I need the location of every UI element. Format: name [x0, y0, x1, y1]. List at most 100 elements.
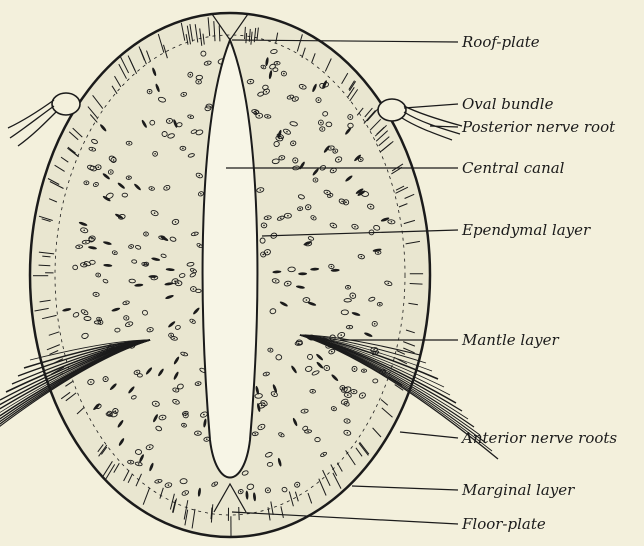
cell-nucleus: [158, 481, 160, 483]
label-central-canal: Central canal: [462, 159, 565, 177]
posterior-nerve-root-left: [8, 100, 56, 146]
cell-nucleus: [198, 81, 200, 83]
cell-nucleus: [286, 131, 288, 133]
cell-nucleus: [105, 378, 107, 380]
cell-nucleus: [263, 225, 265, 227]
cell-nucleus: [98, 318, 100, 320]
cell-nucleus: [346, 403, 348, 405]
cell-nucleus: [341, 201, 343, 203]
cell-nucleus: [183, 424, 185, 426]
cell-nucleus: [130, 461, 132, 463]
leader-anterior-nerve-roots: [400, 432, 458, 438]
cell-nucleus: [98, 166, 100, 168]
cell-nucleus: [344, 389, 346, 391]
cell-nucleus: [206, 438, 208, 440]
label-floor-plate: Floor-plate: [461, 515, 546, 533]
cell-nucleus: [78, 246, 80, 248]
cell-nucleus: [260, 189, 262, 191]
cell-nucleus: [379, 303, 381, 305]
cell-nucleus: [130, 246, 132, 248]
cell-nucleus: [175, 221, 177, 223]
cell-nucleus: [199, 175, 201, 177]
marginal-fiber: [410, 284, 423, 285]
cell-nucleus: [388, 283, 390, 285]
cell-nucleus: [299, 208, 301, 210]
cell-nucleus: [352, 295, 354, 297]
cell-nucleus: [361, 256, 363, 258]
cell-nucleus: [126, 317, 128, 319]
cell-nucleus: [263, 402, 265, 404]
cell-nucleus: [373, 349, 375, 351]
cell-nucleus: [255, 112, 257, 114]
cell-nucleus: [154, 153, 156, 155]
cell-nucleus: [281, 157, 283, 159]
cell-nucleus: [95, 294, 97, 296]
cell-nucleus: [197, 383, 199, 385]
marginal-fiber: [239, 507, 240, 520]
cell-nucleus: [85, 241, 87, 243]
cell-nucleus: [182, 148, 184, 150]
cell-nucleus: [108, 414, 110, 416]
cell-nucleus: [329, 195, 331, 197]
cell-nucleus: [362, 395, 364, 397]
cell-nucleus: [128, 177, 130, 179]
cell-nucleus: [330, 147, 332, 149]
cell-nucleus: [350, 116, 352, 118]
marginal-fiber: [219, 26, 220, 42]
cell-nucleus: [274, 393, 276, 395]
cell-nucleus: [391, 221, 393, 223]
cell-nucleus: [214, 483, 216, 485]
cell-nucleus: [136, 372, 138, 374]
cell-nucleus: [138, 463, 140, 465]
cell-nucleus: [331, 266, 333, 268]
label-marginal-layer: Marginal layer: [461, 481, 575, 499]
cell-nucleus: [312, 391, 314, 393]
cell-nucleus: [185, 413, 187, 415]
cell-nucleus: [354, 226, 356, 228]
cell-nucleus: [302, 86, 304, 88]
leader-marginal-layer: [352, 486, 458, 490]
cell-nucleus: [338, 159, 340, 161]
cell-nucleus: [276, 62, 278, 64]
leader-oval-bundle: [404, 104, 458, 108]
cell-nucleus: [267, 116, 269, 118]
cell-nucleus: [203, 414, 205, 416]
label-mantle-layer: Mantle layer: [461, 331, 560, 349]
cell-nucleus: [360, 159, 362, 161]
cell-nucleus: [91, 238, 93, 240]
cell-nucleus: [100, 322, 102, 324]
cell-nucleus: [250, 81, 252, 83]
cell-nucleus: [154, 212, 156, 214]
cell-nucleus: [149, 329, 151, 331]
cell-nucleus: [374, 323, 376, 325]
label-anterior-nerve-roots: Anterior nerve roots: [460, 429, 617, 447]
cell-nucleus: [347, 287, 349, 289]
cell-nucleus: [183, 94, 185, 96]
marginal-fiber: [246, 33, 247, 43]
cell-nucleus: [333, 408, 335, 410]
cell-nucleus: [145, 233, 147, 235]
cell-nucleus: [377, 252, 379, 254]
cell-nucleus: [190, 74, 192, 76]
cell-nucleus: [318, 99, 320, 101]
cell-nucleus: [97, 274, 99, 276]
cell-nucleus: [354, 368, 356, 370]
cell-nucleus: [347, 432, 349, 434]
cell-nucleus: [370, 206, 372, 208]
cell-nucleus: [193, 288, 195, 290]
cell-nucleus: [86, 182, 88, 184]
cell-nucleus: [173, 338, 175, 340]
cell-nucleus: [347, 394, 349, 396]
cell-nucleus: [340, 334, 342, 336]
cell-nucleus: [125, 302, 127, 304]
cell-nucleus: [322, 128, 324, 130]
cell-nucleus: [353, 391, 355, 393]
cell-nucleus: [155, 403, 157, 405]
cell-nucleus: [199, 245, 201, 247]
label-posterior-nerve-root: Posterior nerve root: [461, 118, 616, 136]
cell-nucleus: [149, 91, 151, 93]
posterior-nerve-root-right: [402, 106, 462, 140]
cell-nucleus: [183, 353, 185, 355]
cell-nucleus: [254, 433, 256, 435]
cell-nucleus: [333, 170, 335, 172]
